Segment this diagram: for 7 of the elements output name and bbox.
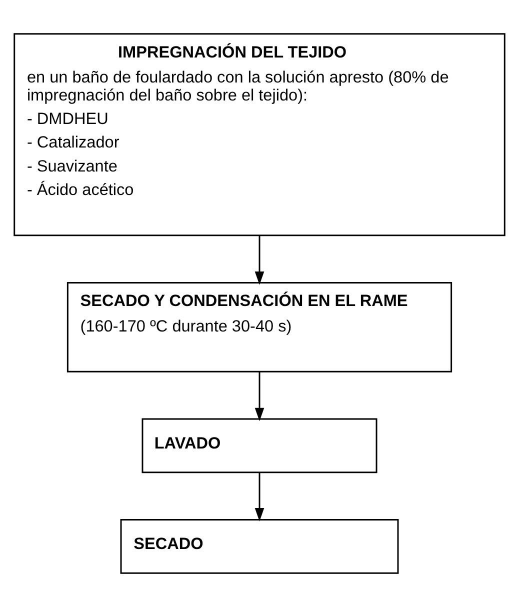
node-box: IMPREGNACIÓN DEL TEJIDO en un baño de foulardado con la solución apresto (80% de impregnación del baño sobre el tejido): - DMDHEU - Catalizador - Suavizante - Ácido acético bbox=[14, 32, 506, 236]
node-box: SECADO bbox=[120, 518, 399, 574]
arrow bbox=[254, 472, 264, 521]
arrow bbox=[254, 371, 264, 421]
arrow bbox=[254, 235, 264, 284]
node-box: LAVADO bbox=[142, 418, 378, 473]
node-box: SECADO Y CONDENSACIÓN EN EL RAME (160-170 ºC durante 30-40 s) bbox=[66, 282, 452, 372]
